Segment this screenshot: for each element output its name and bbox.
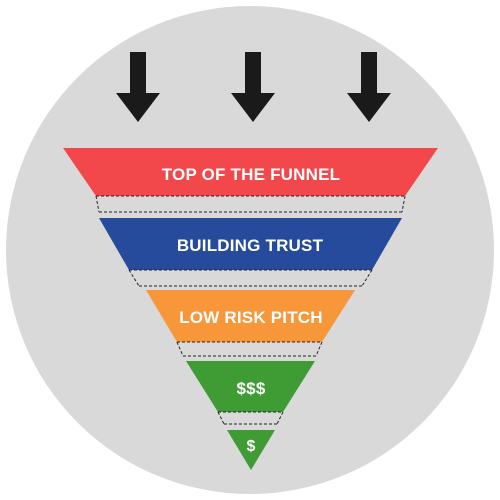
stage-divider xyxy=(176,341,323,357)
funnel-stage-dollar: $ xyxy=(227,430,275,470)
stage-label: $ xyxy=(246,438,255,455)
arrow-down-icon xyxy=(116,52,160,122)
stage-divider xyxy=(95,195,406,213)
stage-divider xyxy=(128,269,373,287)
arrow-down-icon xyxy=(231,52,275,122)
stage-band xyxy=(146,290,355,342)
funnel-stage-top: TOP OF THE FUNNEL xyxy=(63,148,438,196)
funnel-stage-trust: BUILDING TRUST xyxy=(99,218,402,270)
stage-label: BUILDING TRUST xyxy=(177,236,324,255)
stage-band xyxy=(99,218,402,270)
stage-label: $$$ xyxy=(237,379,266,398)
arrow-down-icon xyxy=(347,52,391,122)
stage-band xyxy=(63,148,438,196)
stage-label: TOP OF THE FUNNEL xyxy=(162,165,340,184)
arrow-group xyxy=(116,52,391,122)
stage-label: LOW RISK PITCH xyxy=(179,308,323,327)
stage-divider xyxy=(217,411,284,425)
stage-band xyxy=(227,430,275,470)
funnel-stage-money: $$$ xyxy=(186,361,315,412)
stage-band xyxy=(186,361,315,412)
funnel-stage-pitch: LOW RISK PITCH xyxy=(146,290,355,342)
